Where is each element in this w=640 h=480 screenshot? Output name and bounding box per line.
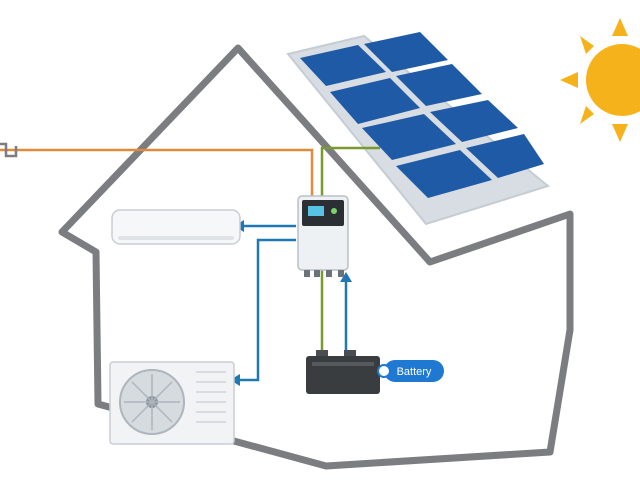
arrow-up-icon [340,272,352,282]
battery-ac-line [236,224,348,382]
arrow-left-icon [230,374,240,386]
sun-icon [560,18,640,142]
indoor-ac-unit-icon [111,209,241,245]
solar-panel-icon [286,32,551,226]
solar-dc-line [320,146,380,355]
battery-tag: Battery [377,360,444,382]
grid-connection-icon [0,142,18,158]
battery-icon [306,350,380,394]
battery-label: Battery [397,366,432,378]
house-outline [58,44,574,470]
inverter-icon [297,195,349,277]
grid-connection-line [0,148,314,196]
outdoor-ac-unit-icon [109,361,235,445]
